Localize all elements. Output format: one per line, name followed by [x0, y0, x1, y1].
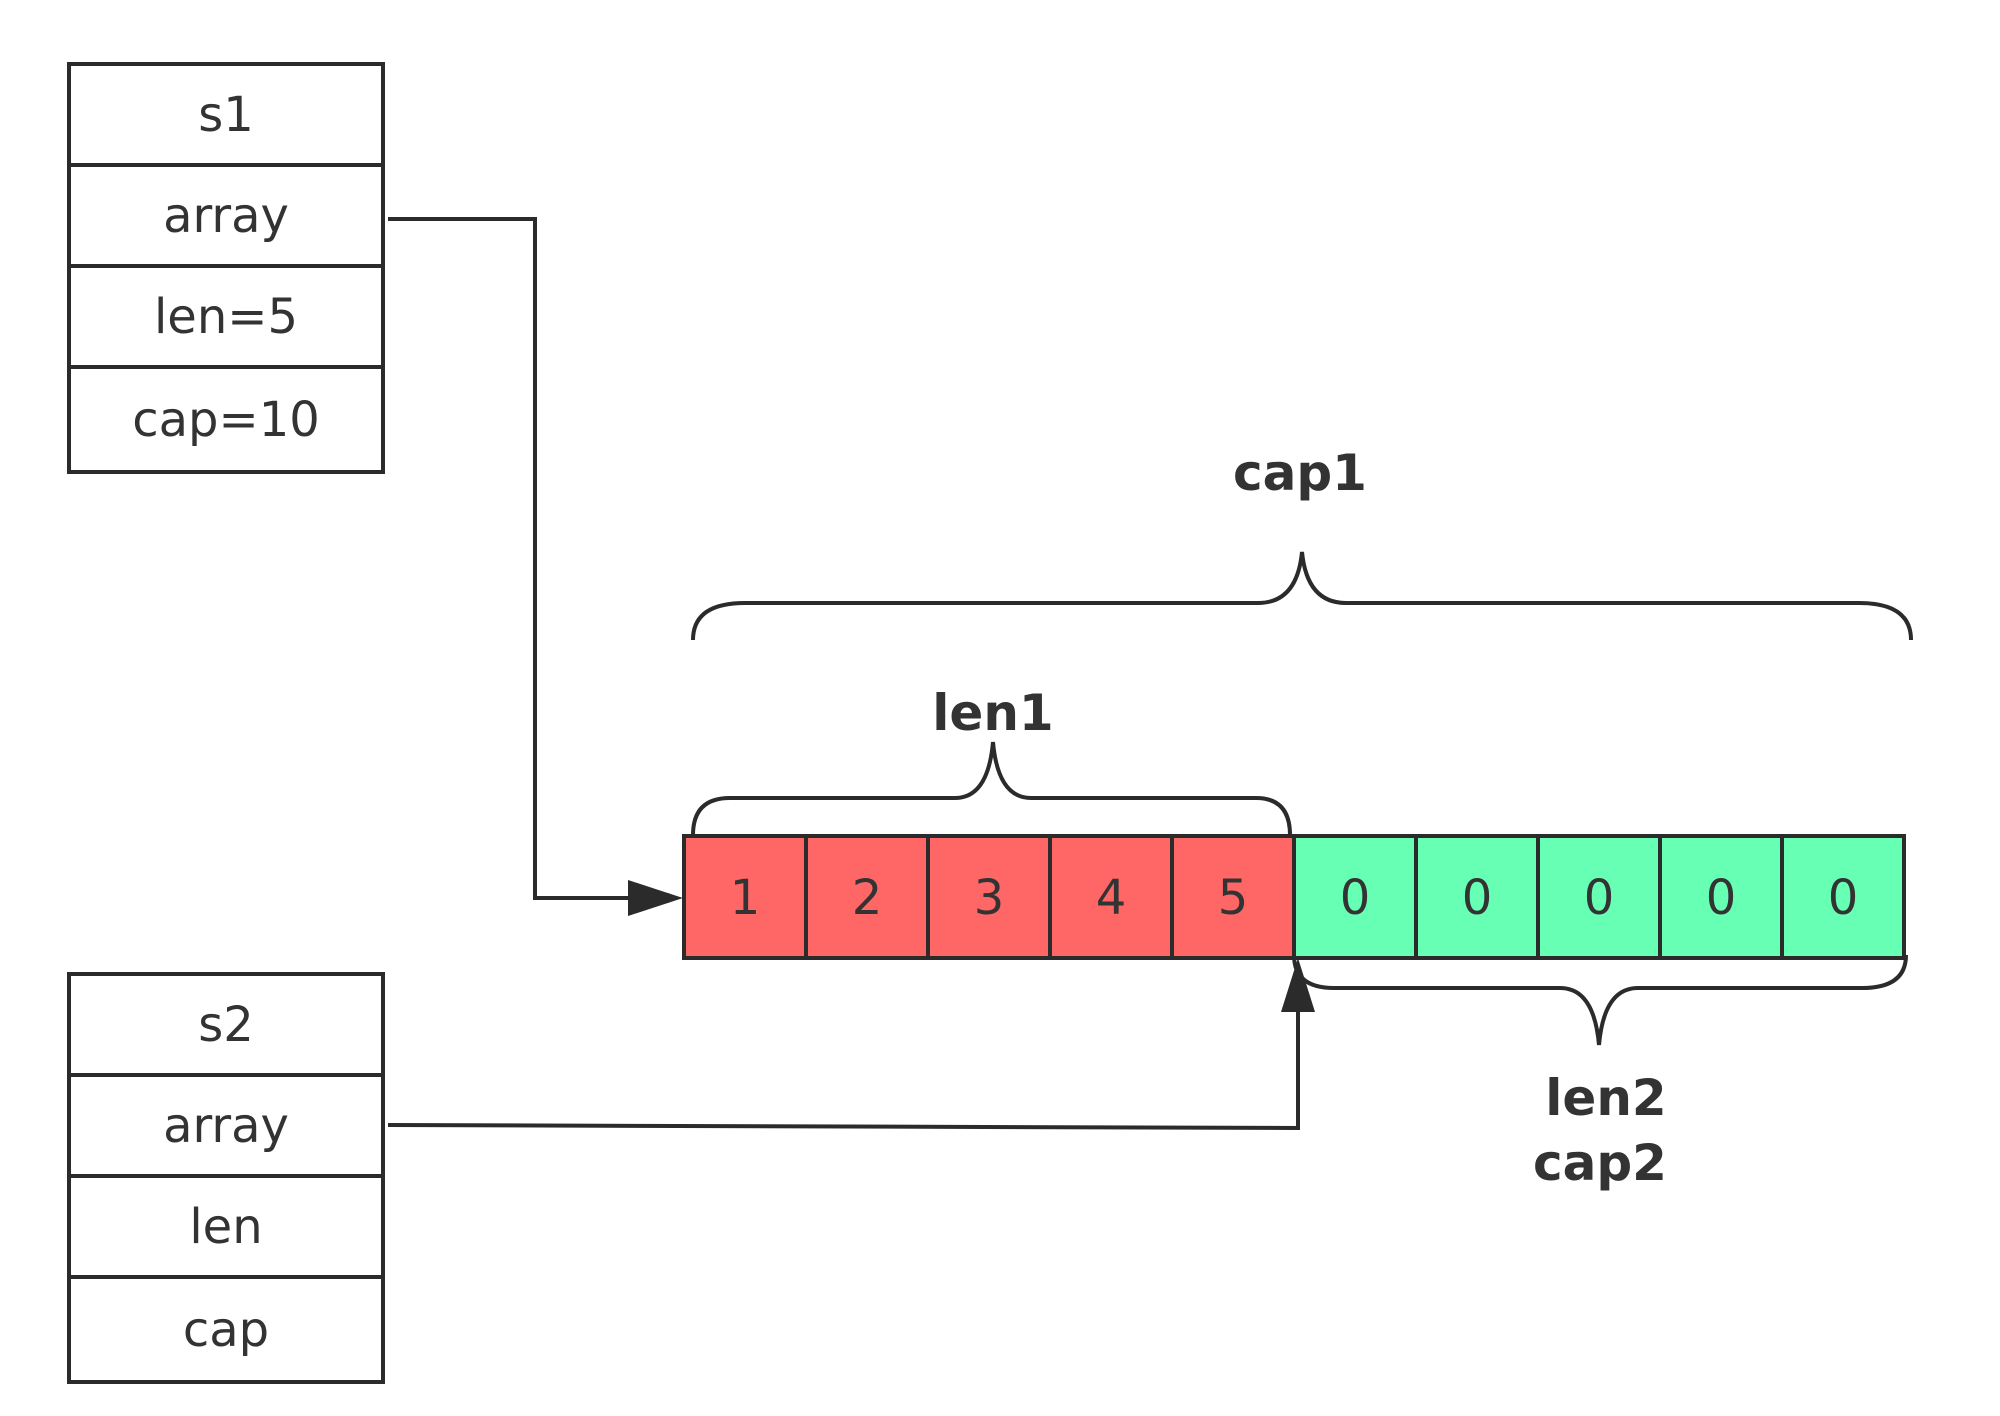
- len1-brace: [691, 741, 1292, 836]
- struct-s2: s2 array len cap: [67, 972, 385, 1384]
- array-cell-empty: [1536, 834, 1662, 960]
- s2-pointer-arrowhead: [1281, 958, 1315, 1012]
- array-cell-value: 1: [730, 870, 761, 926]
- len1-label: len1: [932, 684, 1053, 742]
- array-cell-value: 5: [1218, 870, 1249, 926]
- array-cell-filled: [804, 834, 930, 960]
- len2-label: len2: [1545, 1069, 1666, 1127]
- array-cell-empty: [1658, 834, 1784, 960]
- struct-s1-array-field: array: [71, 167, 381, 268]
- cap1-brace: [691, 551, 1913, 641]
- array-cell-value: 0: [1828, 870, 1859, 926]
- s1-array-pointer: [388, 217, 678, 903]
- struct-s2-name: s2: [71, 976, 381, 1077]
- struct-s1-len-field: len=5: [71, 268, 381, 369]
- struct-s2-array-field: array: [71, 1077, 381, 1178]
- struct-s2-len-field: len: [71, 1178, 381, 1279]
- s1-pointer-arrowhead: [628, 880, 683, 916]
- struct-s1-cap-field: cap=10: [132, 391, 320, 448]
- array-cell-value: 0: [1340, 870, 1371, 926]
- backing-array: 1 2 3 4 5 0 0 0 0 0: [682, 834, 1906, 960]
- array-cell-value: 0: [1462, 870, 1493, 926]
- array-cell-value: 0: [1706, 870, 1737, 926]
- struct-s1: s1 array len=5 cap=10: [67, 62, 385, 474]
- struct-s2-cap-field: cap: [182, 1301, 270, 1358]
- array-cell-value: 4: [1096, 870, 1127, 926]
- array-cell-filled: [1048, 834, 1174, 960]
- array-cell-value: 0: [1584, 870, 1615, 926]
- s2-array-pointer: [387, 975, 1300, 1131]
- array-cell-empty: [1292, 834, 1418, 960]
- array-cell-value: 2: [852, 870, 883, 926]
- len2-cap2-brace: [1292, 954, 1908, 1046]
- cap2-label: cap2: [1533, 1134, 1667, 1192]
- array-cell-filled: [682, 834, 808, 960]
- cap1-label: cap1: [1233, 444, 1367, 502]
- array-cell-filled: [1170, 834, 1296, 960]
- struct-s1-name: s1: [71, 66, 381, 167]
- array-cell-value: 3: [974, 870, 1005, 926]
- array-cell-empty: [1780, 834, 1906, 960]
